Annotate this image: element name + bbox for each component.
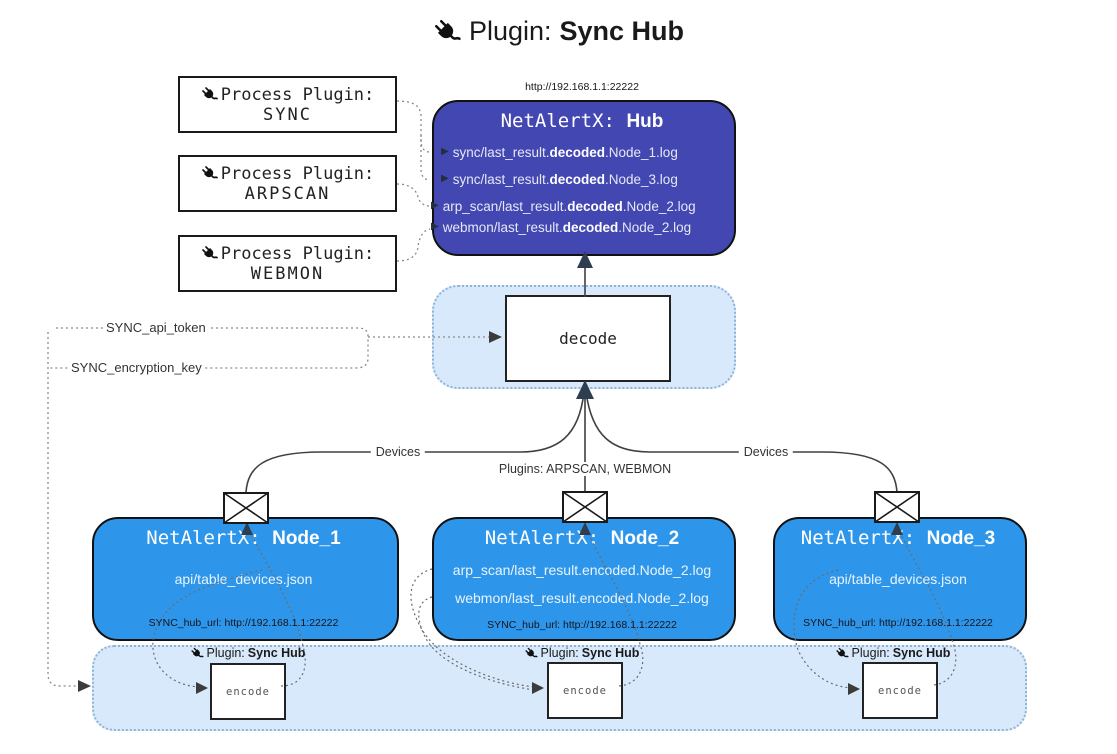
plug-icon [201, 246, 218, 259]
encode-box-3: encode [862, 662, 938, 719]
encoder-1-label: Plugin:Sync Hub [191, 646, 305, 660]
decode-box: decode [505, 295, 671, 382]
node-3-hub-url: SYNC_hub_url: http://192.168.1.1:22222 [803, 617, 993, 629]
hub-log-line: ▶ sync/last_result.decoded.Node_1.log [441, 144, 678, 160]
sync-encryption-key-label: SYNC_encryption_key [68, 360, 205, 375]
process-plugin-webmon: Process Plugin: WEBMON [178, 235, 397, 292]
process-plugin-name: SYNC [263, 104, 312, 125]
encoder-2-label: Plugin:Sync Hub [525, 646, 639, 660]
plug-icon [201, 87, 218, 100]
arrowhead-icon: ▶ [431, 221, 439, 232]
hub-log-line: ▶ webmon/last_result.decoded.Node_2.log [431, 219, 692, 235]
encode-box-2: encode [547, 662, 623, 719]
edge-label-devices-right: Devices [738, 445, 794, 459]
edge-label-devices-left: Devices [370, 445, 426, 459]
node-1-title: NetAlertX: Node_1 [146, 527, 341, 549]
arrowhead-icon: ▶ [431, 200, 439, 211]
arrowhead-icon: ▶ [441, 173, 449, 184]
process-plugin-label: Process Plugin: [220, 243, 375, 264]
arrowhead-icon: ▶ [441, 146, 449, 157]
page-title: Plugin: Sync Hub [0, 16, 1117, 47]
process-plugin-label: Process Plugin: [220, 163, 375, 184]
hub-title: NetAlertX: Hub [500, 110, 664, 132]
process-plugin-name: ARPSCAN [244, 183, 331, 204]
sync-api-token-label: SYNC_api_token [103, 320, 209, 335]
hub-log-line: ▶ arp_scan/last_result.decoded.Node_2.lo… [431, 198, 696, 214]
encoder-3-label: Plugin:Sync Hub [836, 646, 950, 660]
encode-box-1: encode [210, 663, 286, 720]
process-plugin-arpscan: Process Plugin: ARPSCAN [178, 155, 397, 212]
edge-label-plugins: Plugins: ARPSCAN, WEBMON [493, 462, 677, 476]
node-2-file: webmon/last_result.encoded.Node_2.log [455, 590, 709, 606]
node-3-title: NetAlertX: Node_3 [800, 527, 996, 549]
process-plugin-name: WEBMON [250, 263, 325, 284]
plug-icon [836, 647, 849, 657]
hub-box [432, 100, 736, 256]
node-1-hub-url: SYNC_hub_url: http://192.168.1.1:22222 [148, 617, 339, 629]
node-2-hub-url: SYNC_hub_url: http://192.168.1.1:22222 [487, 619, 677, 631]
node-2-title: NetAlertX: Node_2 [484, 527, 680, 549]
title-prefix: Plugin: [468, 16, 552, 46]
hub-url-label: http://192.168.1.1:22222 [525, 81, 639, 93]
process-plugin-sync: Process Plugin: SYNC [178, 76, 397, 133]
node-3-file: api/table_devices.json [829, 571, 967, 587]
process-plugin-label: Process Plugin: [220, 84, 375, 105]
plug-icon [525, 647, 538, 657]
plug-icon [201, 166, 218, 179]
plug-icon [434, 19, 461, 40]
title-name: Sync Hub [559, 16, 685, 46]
hub-log-line: ▶ sync/last_result.decoded.Node_3.log [441, 171, 678, 187]
node-2-file: arp_scan/last_result.encoded.Node_2.log [452, 562, 712, 578]
node-1-file: api/table_devices.json [174, 571, 313, 587]
plug-icon [191, 647, 204, 657]
